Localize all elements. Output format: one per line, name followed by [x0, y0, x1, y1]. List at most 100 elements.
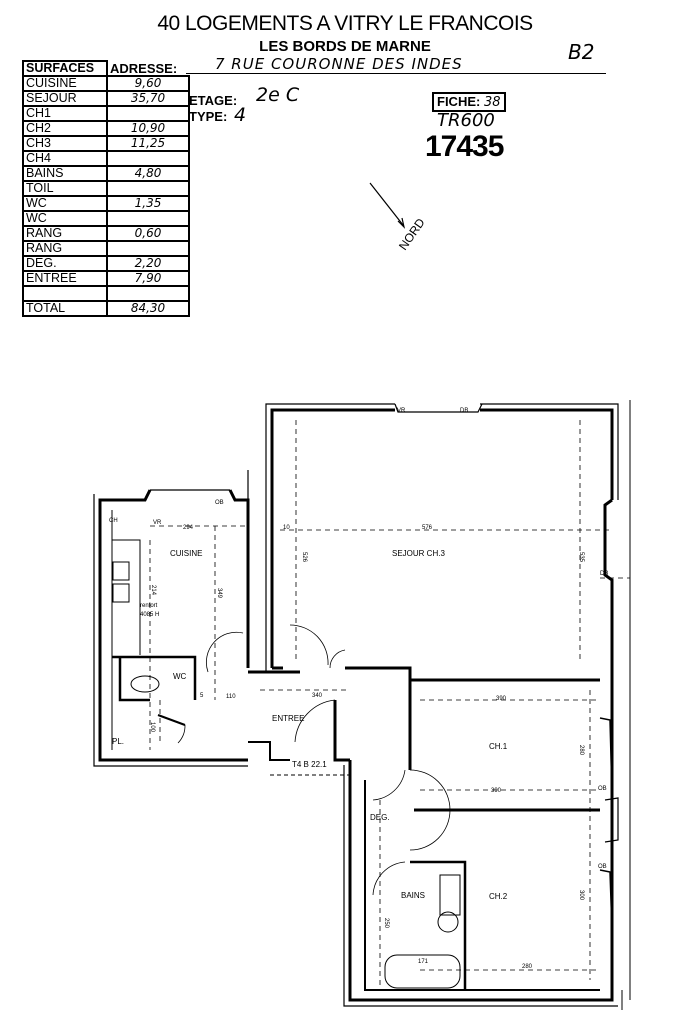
dim-ch1-h: 280: [578, 745, 584, 756]
surface-value: [106, 105, 190, 122]
room-label-ch2: CH.2: [489, 892, 508, 901]
mark-renfort-h: 4085 H: [140, 612, 159, 618]
etage-value: 2e C: [256, 84, 300, 106]
mark-vr-cuisine: VR: [153, 520, 162, 526]
document-title: 40 LOGEMENTS A VITRY LE FRANCOIS: [157, 12, 533, 35]
surface-label: ENTREE: [22, 270, 108, 287]
table-header-row: SURFACES ADRESSE:: [22, 60, 189, 77]
fiche-value: 38: [483, 95, 501, 110]
document-subtitle: LES BORDS DE MARNE: [259, 38, 431, 55]
surface-label: TOIL: [22, 180, 108, 197]
surface-value: 1,35: [106, 195, 190, 212]
mark-ob-ch2: OB: [598, 864, 607, 870]
surface-value: [106, 240, 190, 257]
room-label-entree: ENTREE: [272, 714, 304, 723]
dim-cuisine-h: 349: [216, 588, 222, 599]
surface-label: WC: [22, 195, 108, 212]
surface-label: BAINS: [22, 165, 108, 182]
fiche-label: FICHE:: [437, 94, 481, 109]
surface-label: CH4: [22, 150, 108, 167]
dim-cuisine-w: 294: [183, 525, 194, 531]
mark-db: DB: [460, 408, 468, 414]
reference-number: 17435: [425, 130, 504, 163]
dim-sejour-h-left: 526: [301, 552, 307, 563]
surface-label: RANG: [22, 240, 108, 257]
dim-bath: 171: [418, 959, 429, 965]
room-label-cuisine: CUISINE: [170, 549, 202, 558]
surface-value: 11,25: [106, 135, 190, 152]
unit-reference: T4 B 22.1: [292, 760, 327, 769]
surfaces-heading: SURFACES: [22, 60, 108, 77]
room-label-ch1: CH.1: [489, 742, 508, 751]
surface-value: 9,60: [106, 75, 190, 92]
surface-label: CH2: [22, 120, 108, 137]
surface-label: RANG: [22, 225, 108, 242]
room-label-chaudiere: CH: [109, 518, 118, 524]
surface-label: SEJOUR: [22, 90, 108, 107]
total-label: TOTAL: [22, 300, 108, 317]
address-underline: [186, 73, 606, 74]
dim-ch2-h: 300: [578, 890, 584, 901]
mark-db-right: DB: [600, 571, 608, 577]
mark-vr: VR: [397, 408, 406, 414]
room-label-bains: BAINS: [401, 891, 425, 900]
dim-cuisine-side: 214: [150, 585, 156, 596]
north-arrow-icon: NORD: [369, 182, 428, 253]
dim-sejour-h-right: 535: [578, 552, 584, 563]
surface-value: 0,60: [106, 225, 190, 242]
dim-pl-100: 100: [149, 722, 155, 733]
dim-ch1-w: 390: [496, 696, 507, 702]
dim-wall-10: 10: [283, 525, 290, 531]
table-row: [22, 285, 190, 302]
surface-value: 35,70: [106, 90, 190, 107]
mark-ob-ch1: OB: [598, 786, 607, 792]
room-label-deg: DEG.: [370, 813, 390, 822]
total-value: 84,30: [106, 300, 190, 317]
dim-ch2-w: 280: [522, 964, 533, 970]
mark-ob-cuisine: OB: [215, 500, 224, 506]
surface-value: [106, 210, 190, 227]
dim-entree-gap: 110: [226, 694, 236, 700]
surface-label: [22, 285, 108, 302]
code-value: TR600: [437, 110, 495, 131]
surface-label: DEG.: [22, 255, 108, 272]
surface-value: 10,90: [106, 120, 190, 137]
dim-bains-h: 250: [383, 918, 389, 929]
dim-entree-w: 340: [312, 693, 323, 699]
surface-value: [106, 180, 190, 197]
surface-value: [106, 150, 190, 167]
dim-wc-5: 5: [200, 693, 204, 699]
surface-value: 4,80: [106, 165, 190, 182]
table-row: WC: [22, 210, 190, 227]
table-row: TOIL: [22, 180, 190, 197]
type-value: 4: [234, 104, 247, 126]
corner-note: B2: [568, 40, 595, 64]
room-label-wc: WC: [173, 672, 187, 681]
room-label-sejour: SEJOUR CH.3: [392, 549, 445, 558]
surface-label: CUISINE: [22, 75, 108, 92]
surface-value: 7,90: [106, 270, 190, 287]
fiche-box: FICHE: 38: [432, 92, 506, 112]
surface-label: CH1: [22, 105, 108, 122]
room-label-placard: PL.: [112, 737, 124, 746]
etage-label: ETAGE:: [189, 93, 238, 108]
surface-value: [106, 285, 190, 302]
surface-label: CH3: [22, 135, 108, 152]
address-label: ADRESSE:: [110, 60, 178, 76]
mark-renfort: renfort: [140, 603, 158, 609]
surface-label: WC: [22, 210, 108, 227]
dim-sejour-w: 576: [422, 525, 433, 531]
type-label: TYPE:: [189, 109, 228, 124]
table-row: RANG: [22, 240, 190, 257]
table-row: DEG.2,20: [22, 255, 190, 272]
table-row: CH1: [22, 105, 190, 122]
